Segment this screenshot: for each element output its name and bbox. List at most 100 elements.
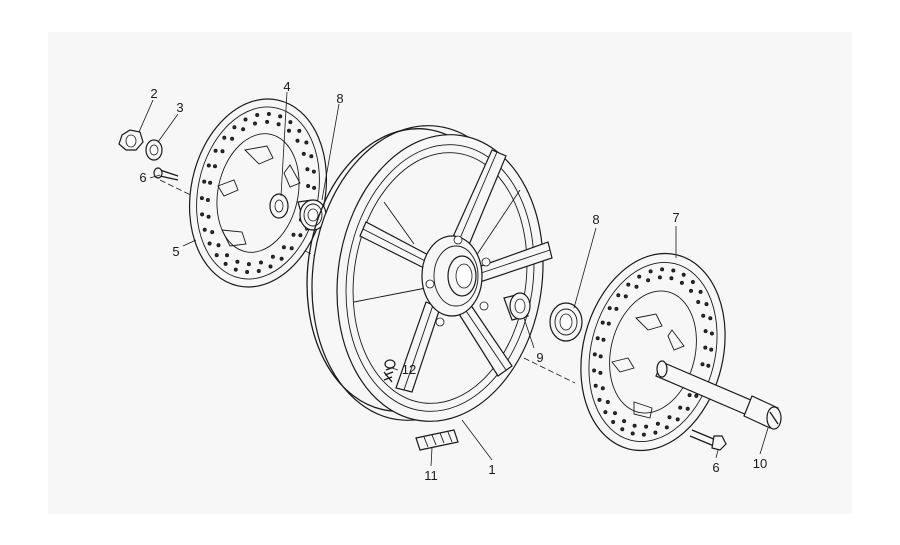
callout-6-left: 6 bbox=[139, 170, 146, 185]
drill-hole bbox=[709, 347, 714, 352]
right-disc-drill-holes bbox=[592, 267, 714, 437]
tyre-valve-12 bbox=[383, 359, 396, 383]
drill-hole bbox=[202, 227, 207, 232]
wheel-spindle-10 bbox=[655, 360, 782, 430]
callout-1: 1 bbox=[488, 462, 495, 477]
callout-5: 5 bbox=[172, 244, 179, 259]
drill-hole bbox=[206, 214, 211, 219]
wheel-hub bbox=[421, 235, 491, 327]
drill-hole bbox=[291, 232, 296, 237]
balance-weight-11 bbox=[415, 429, 459, 451]
drill-hole bbox=[671, 268, 676, 273]
drill-hole bbox=[592, 352, 597, 357]
drill-hole bbox=[276, 122, 281, 127]
drill-hole bbox=[595, 336, 600, 341]
disc-screw-left bbox=[153, 167, 179, 181]
drill-hole bbox=[241, 127, 246, 132]
drill-hole bbox=[222, 135, 227, 140]
drill-hole bbox=[281, 245, 286, 250]
drill-hole bbox=[286, 128, 291, 133]
drill-hole bbox=[212, 164, 217, 169]
disc-screw-right bbox=[689, 429, 727, 451]
drill-hole bbox=[657, 275, 662, 280]
drill-hole bbox=[289, 246, 294, 251]
left-bearing-4 bbox=[269, 193, 289, 219]
drill-hole bbox=[634, 284, 639, 289]
drill-hole bbox=[255, 113, 260, 118]
nut-2 bbox=[118, 129, 144, 151]
drill-hole bbox=[258, 260, 263, 265]
drill-hole bbox=[626, 282, 631, 287]
drill-hole bbox=[216, 243, 221, 248]
leader-lines bbox=[138, 91, 769, 467]
drill-hole bbox=[278, 114, 283, 119]
drill-hole bbox=[597, 397, 602, 402]
drill-hole bbox=[630, 431, 635, 436]
drill-hole bbox=[632, 423, 637, 428]
drill-hole bbox=[655, 421, 660, 426]
drill-hole bbox=[687, 393, 692, 398]
drill-hole bbox=[223, 261, 228, 266]
drill-hole bbox=[622, 419, 627, 424]
drill-hole bbox=[207, 241, 212, 246]
drill-hole bbox=[703, 329, 708, 334]
drill-hole bbox=[243, 117, 248, 122]
drill-hole bbox=[606, 321, 611, 326]
drill-hole bbox=[685, 406, 690, 411]
drill-hole bbox=[235, 259, 240, 264]
callout-10: 10 bbox=[753, 456, 767, 471]
drill-hole bbox=[295, 138, 300, 143]
drill-hole bbox=[605, 399, 610, 404]
drill-hole bbox=[653, 430, 658, 435]
drill-hole bbox=[592, 368, 597, 373]
drill-hole bbox=[614, 306, 619, 311]
drill-hole bbox=[288, 120, 293, 125]
drill-hole bbox=[637, 274, 642, 279]
drill-hole bbox=[689, 288, 694, 293]
drill-hole bbox=[664, 425, 669, 430]
drill-hole bbox=[233, 267, 238, 272]
drill-hole bbox=[214, 253, 219, 258]
drill-hole bbox=[616, 293, 621, 298]
drill-hole bbox=[601, 337, 606, 342]
drill-hole bbox=[698, 289, 703, 294]
drill-hole bbox=[644, 424, 649, 429]
callout-9: 9 bbox=[536, 350, 543, 365]
drill-hole bbox=[312, 185, 317, 190]
callout-8-right: 8 bbox=[592, 212, 599, 227]
drill-hole bbox=[709, 331, 714, 336]
drill-hole bbox=[675, 417, 680, 422]
drill-hole bbox=[224, 253, 229, 258]
drill-hole bbox=[246, 262, 251, 267]
drill-hole bbox=[252, 121, 257, 126]
drill-hole bbox=[669, 276, 674, 281]
drill-hole bbox=[199, 196, 204, 201]
callout-11: 11 bbox=[424, 468, 438, 483]
drill-hole bbox=[205, 197, 210, 202]
drill-hole bbox=[660, 267, 665, 272]
drill-hole bbox=[646, 278, 651, 283]
drill-hole bbox=[230, 136, 235, 141]
drill-hole bbox=[681, 272, 686, 277]
drill-hole bbox=[200, 212, 205, 217]
drill-hole bbox=[297, 128, 302, 133]
drill-hole bbox=[232, 125, 237, 130]
drill-hole bbox=[696, 299, 701, 304]
drill-hole bbox=[593, 383, 598, 388]
drill-hole bbox=[304, 140, 309, 145]
drill-hole bbox=[703, 345, 708, 350]
drill-hole bbox=[298, 233, 303, 238]
drill-hole bbox=[704, 302, 709, 307]
drill-hole bbox=[311, 169, 316, 174]
drill-hole bbox=[268, 264, 273, 269]
callout-4: 4 bbox=[283, 79, 290, 94]
drill-hole bbox=[679, 280, 684, 285]
drill-hole bbox=[613, 411, 618, 416]
drill-hole bbox=[701, 313, 706, 318]
drill-hole bbox=[245, 269, 250, 274]
callout-labels: 2 3 4 8 6 5 7 8 9 10 6 1 11 12 bbox=[139, 79, 767, 483]
drill-hole bbox=[306, 183, 311, 188]
drill-hole bbox=[611, 419, 616, 424]
